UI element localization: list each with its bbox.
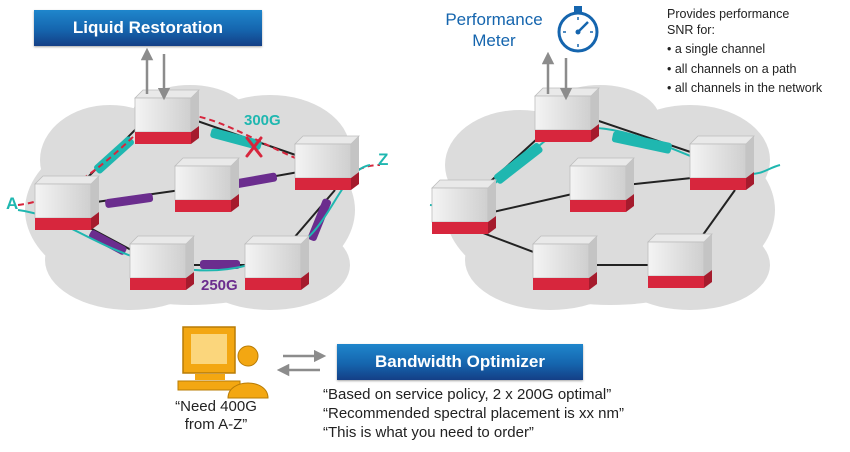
performance-meter-title: Performance Meter xyxy=(438,9,550,51)
bullet-network-channels: • all channels in the network xyxy=(667,81,823,95)
failed-path xyxy=(17,113,381,206)
failed-capacity-label: 300G xyxy=(244,112,281,129)
restored-path xyxy=(17,164,371,272)
performance-description: Provides performance SNR for: • a single… xyxy=(667,7,822,97)
performance-meter-line2: Meter xyxy=(472,31,516,50)
red-x-icon xyxy=(245,136,263,158)
response-order: “This is what you need to order” xyxy=(323,424,534,441)
exchange-arrows xyxy=(276,349,327,377)
gauge-icon xyxy=(557,6,599,53)
endpoint-a-label: A xyxy=(6,194,19,213)
endpoint-z-label: Z xyxy=(378,150,389,169)
optimizer-responses: “Based on service policy, 2 x 200G optim… xyxy=(323,385,624,442)
right-control-arrows xyxy=(541,51,573,101)
left-control-arrows xyxy=(140,47,171,101)
user-request-line1: “Need 400G xyxy=(175,398,257,415)
response-spectral: “Recommended spectral placement is xx nm… xyxy=(323,405,624,422)
bullet-single-channel: • a single channel xyxy=(667,42,766,56)
performance-meter-line1: Performance xyxy=(445,10,543,29)
user-request-text: “Need 400G from A-Z” xyxy=(160,398,272,434)
description-line2: SNR for: xyxy=(667,22,715,37)
user-request-line2: from A-Z” xyxy=(184,416,248,433)
liquid-restoration-title: Liquid Restoration xyxy=(34,10,262,46)
user-computer-icon xyxy=(177,326,269,399)
response-policy: “Based on service policy, 2 x 200G optim… xyxy=(323,386,612,403)
description-line1: Provides performance xyxy=(667,7,790,21)
bandwidth-optimizer-title: Bandwidth Optimizer xyxy=(337,344,583,380)
restored-capacity-label: 250G xyxy=(201,277,238,294)
bullet-path-channels: • all channels on a path xyxy=(667,61,797,76)
left-purple-channels xyxy=(89,172,332,269)
